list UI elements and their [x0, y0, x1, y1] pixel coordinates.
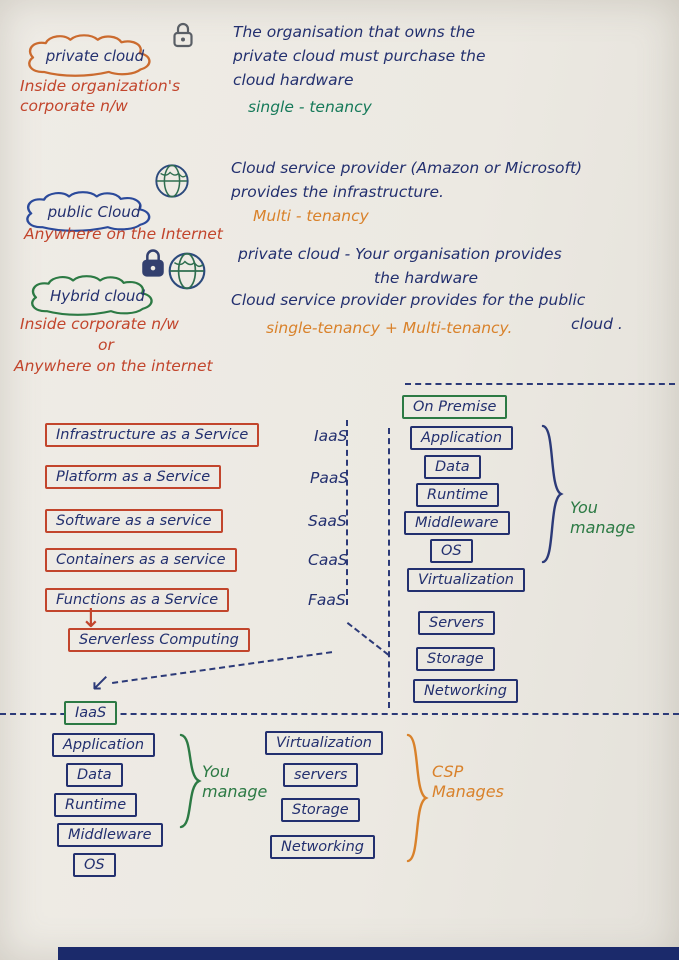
note-line: the hardware — [374, 269, 478, 287]
column-dashed-line — [388, 428, 390, 708]
iaas-layer-os: OS — [73, 853, 116, 877]
note-line: Cloud service provider provides for the … — [231, 291, 586, 309]
private-location-label: Inside organization's corporate n/w — [20, 76, 180, 116]
csp-manages-label: CSP Manages — [432, 762, 504, 801]
location-line: Inside organization's — [20, 77, 181, 95]
divider-dashed-line — [405, 383, 675, 385]
lock-icon — [138, 246, 168, 284]
location-line: or — [98, 336, 114, 354]
brace-icon — [540, 424, 564, 564]
hybrid-note-1: private cloud - Your organisation provid… — [238, 242, 562, 290]
private-cloud-shape: private cloud — [22, 33, 168, 77]
cloud-outline-icon — [31, 275, 153, 316]
location-line: Anywhere on the internet — [14, 357, 213, 375]
arrow-down-left-icon: ↙ — [90, 668, 111, 696]
dashed-curve — [346, 622, 389, 656]
abbr-caas: CaaS — [308, 551, 348, 569]
layer-box-runtime: Runtime — [416, 483, 500, 507]
public-location-label: Anywhere on the Internet — [24, 225, 223, 243]
service-box-paas: Platform as a Service — [45, 465, 222, 489]
section-dashed-line — [0, 713, 679, 715]
service-box-iaas: Infrastructure as a Service — [45, 423, 260, 447]
note-line: The organisation that owns the — [233, 23, 476, 41]
brace-icon — [178, 733, 202, 829]
note-line: Cloud service provider (Amazon or Micros… — [231, 159, 583, 177]
layer-box-storage: Storage — [416, 647, 495, 671]
iaas-layer-networking: Networking — [270, 835, 375, 859]
note-line: cloud hardware — [233, 71, 354, 89]
brace-icon — [405, 733, 429, 863]
location-line: Inside corporate n/w — [20, 315, 179, 333]
hybrid-location-label: Inside corporate n/w or Anywhere on the … — [14, 314, 213, 377]
photo-edge-bar — [58, 947, 679, 960]
location-line: corporate n/w — [20, 97, 128, 115]
hybrid-note-2: Cloud service provider provides for the … — [231, 288, 623, 336]
private-cloud-label: private cloud — [45, 46, 145, 65]
serverless-box: Serverless Computing — [68, 628, 250, 652]
cloud-outline-icon — [26, 191, 151, 232]
iaas-layer-application: Application — [52, 733, 156, 757]
public-cloud-label: public Cloud — [47, 202, 141, 221]
layer-box-application: Application — [410, 426, 514, 450]
private-tenancy-label: single - tenancy — [248, 98, 372, 116]
private-cloud-note: The organisation that owns the private c… — [233, 20, 486, 92]
iaas-layer-storage: Storage — [281, 798, 360, 822]
on-premise-title-box: On Premise — [402, 395, 508, 419]
globe-icon — [153, 162, 191, 204]
iaas-layer-data: Data — [66, 763, 123, 787]
iaas-title-box: IaaS — [64, 701, 118, 725]
iaas-layer-runtime: Runtime — [54, 793, 138, 817]
note-line: provides the infrastructure. — [231, 183, 444, 201]
globe-icon — [166, 250, 208, 296]
hybrid-tenancy-label: single-tenancy + Multi-tenancy. — [266, 319, 513, 337]
layer-box-os: OS — [430, 539, 473, 563]
public-cloud-shape: public Cloud — [20, 190, 168, 232]
layer-box-servers: Servers — [418, 611, 496, 635]
abbr-faas: FaaS — [308, 591, 346, 609]
layer-box-middleware: Middleware — [404, 511, 510, 535]
iaas-layer-virtualization: Virtualization — [265, 731, 383, 755]
hybrid-cloud-label: Hybrid cloud — [50, 286, 145, 305]
public-cloud-note: Cloud service provider (Amazon or Micros… — [231, 156, 582, 204]
iaas-layer-servers: servers — [283, 763, 359, 787]
abbr-iaas: IaaS — [314, 427, 348, 445]
layer-box-networking: Networking — [413, 679, 518, 703]
on-premise-manage-label: You manage — [570, 498, 636, 537]
note-line: cloud . — [571, 315, 623, 333]
lock-icon — [170, 20, 196, 54]
iaas-layer-middleware: Middleware — [57, 823, 163, 847]
service-box-faas: Functions as a Service — [45, 588, 230, 612]
layer-box-virtualization: Virtualization — [407, 568, 525, 592]
note-line: private cloud must purchase the — [233, 47, 486, 65]
abbr-saas: SaaS — [308, 512, 347, 530]
service-box-caas: Containers as a service — [45, 548, 237, 572]
column-dashed-line — [346, 420, 348, 605]
note-line: private cloud - Your organisation provid… — [238, 245, 562, 263]
arrow-down-icon: ↓ — [80, 604, 102, 634]
layer-box-data: Data — [424, 455, 481, 479]
public-tenancy-label: Multi - tenancy — [253, 207, 369, 225]
iaas-manage-label: You manage — [202, 762, 268, 801]
service-box-saas: Software as a service — [45, 509, 223, 533]
dashed-connector — [112, 651, 333, 684]
cloud-outline-icon — [28, 34, 151, 77]
hybrid-cloud-shape: Hybrid cloud — [25, 274, 170, 316]
abbr-paas: PaaS — [310, 469, 349, 487]
